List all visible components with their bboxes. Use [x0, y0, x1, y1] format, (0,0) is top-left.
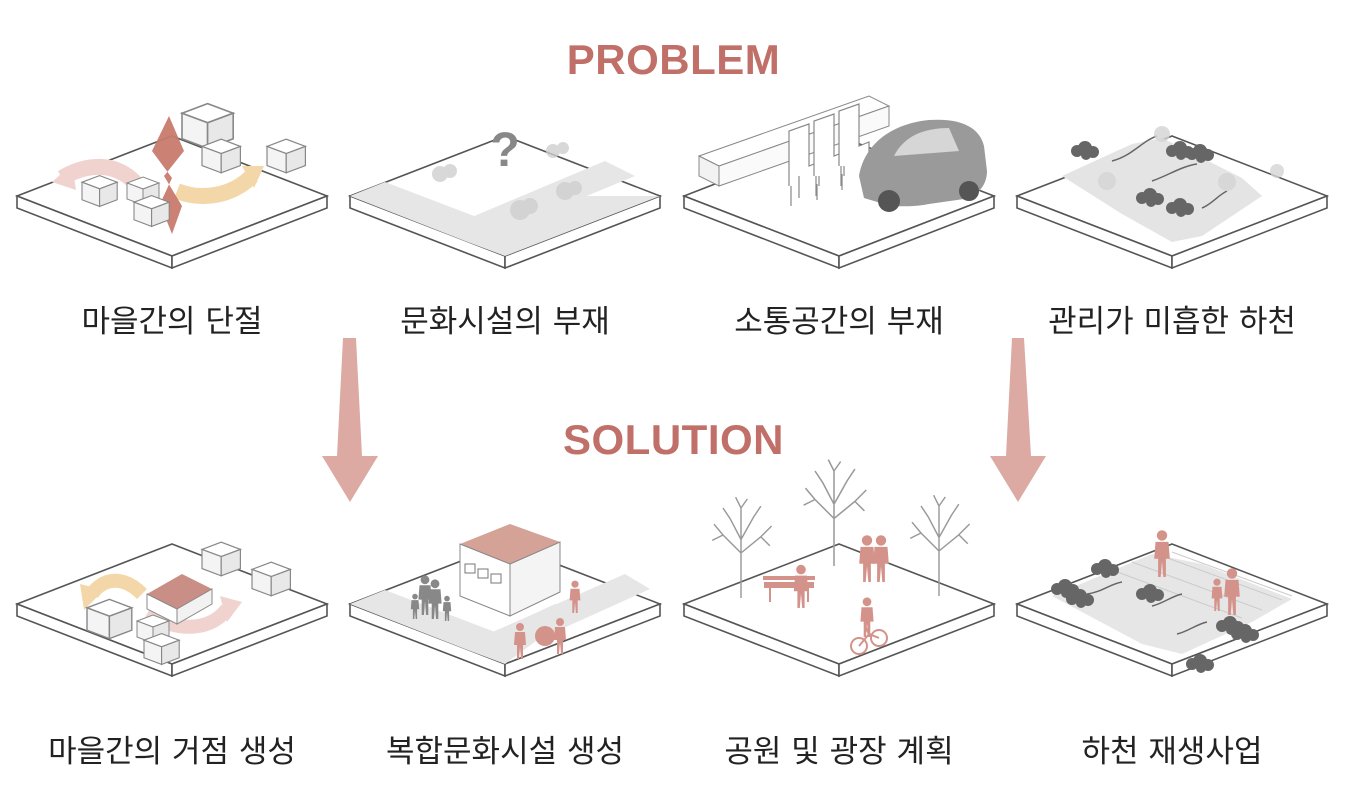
solution-label-4: 하천 재생사업: [1081, 734, 1263, 770]
problem-label-1: 마을간의 단절: [81, 304, 263, 340]
solution-1-illustration: [16, 541, 328, 677]
problem-heading: PROBLEM: [566, 36, 781, 83]
solution-2-illustration: [349, 524, 661, 677]
problem-label-3: 소통공간의 부재: [734, 304, 944, 340]
solution-label-3: 공원 및 광장 계획: [724, 734, 954, 770]
svg-text:?: ?: [490, 124, 519, 177]
problem-2-illustration: ?: [349, 124, 661, 269]
solution-4-illustration: [1016, 530, 1328, 677]
solution-3-illustration: [683, 458, 995, 677]
solution-label-2: 복합문화시설 생성: [385, 734, 624, 770]
solution-heading: SOLUTION: [563, 416, 784, 463]
problem-1-illustration: [16, 102, 328, 269]
problem-label-4: 관리가 미흡한 하천: [1048, 304, 1296, 340]
problem-label-2: 문화시설의 부재: [400, 304, 610, 340]
down-arrow-right: [990, 338, 1046, 502]
problem-4-illustration: [1016, 126, 1328, 269]
problem-3-illustration: [683, 95, 995, 269]
down-arrow-left: [322, 338, 378, 502]
solution-label-1: 마을간의 거점 생성: [48, 734, 296, 770]
